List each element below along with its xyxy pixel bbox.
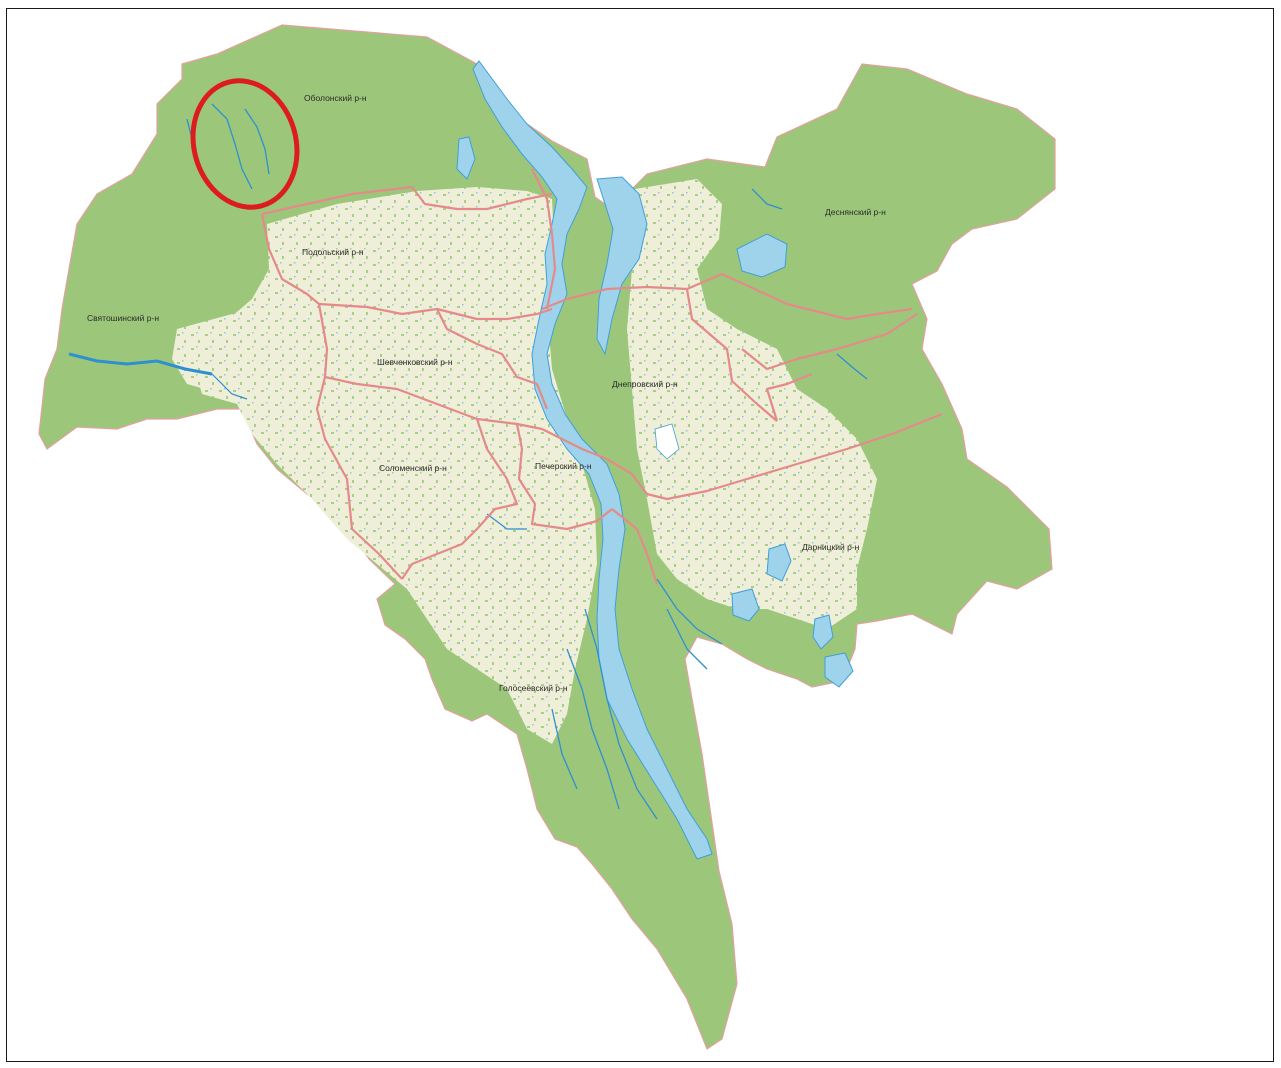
label-desnyansky: Деснянский р-н — [825, 207, 886, 217]
river-svyatoshinsky-2 — [211, 373, 248, 400]
wetland-streams — [486, 513, 723, 820]
label-svyatoshinsky: Святошинский р-н — [87, 313, 159, 323]
highlight-circle — [190, 78, 300, 210]
label-goloseevsky: Голосеевский р-н — [499, 683, 568, 693]
river-svyatoshinsky — [68, 352, 213, 376]
label-solomensky: Соломенский р-н — [379, 463, 447, 473]
label-obolonsky: Оболонский р-н — [304, 93, 367, 103]
lake-dneprovsky — [654, 423, 680, 460]
lake-darnitsky-3 — [812, 614, 834, 650]
dnieper-river — [472, 60, 713, 860]
kyiv-district-map: Оболонский р-н Деснянский р-н Подольский… — [38, 24, 1056, 1050]
urban-core-east — [627, 179, 877, 629]
label-dneprovsky: Днепровский р-н — [612, 379, 678, 389]
district-borders — [260, 168, 943, 585]
urban-core-west — [192, 187, 597, 744]
label-podolsky: Подольский р-н — [302, 247, 364, 257]
label-shevchenkovsky: Шевченковский р-н — [377, 357, 453, 367]
urban-svyatoshinsky — [172, 314, 275, 394]
lake-obolonsky — [456, 136, 476, 180]
lake-darnitsky-1 — [766, 543, 792, 582]
lake-desnyansky — [736, 233, 788, 278]
lake-darnitsky-2 — [731, 588, 760, 622]
label-pechersky: Печерский р-н — [535, 461, 592, 471]
map-frame: Оболонский р-н Деснянский р-н Подольский… — [6, 8, 1274, 1062]
river-branch-east — [596, 176, 648, 356]
label-darnitsky: Дарницкий р-н — [802, 542, 860, 552]
lake-darnitsky-4 — [824, 652, 854, 688]
